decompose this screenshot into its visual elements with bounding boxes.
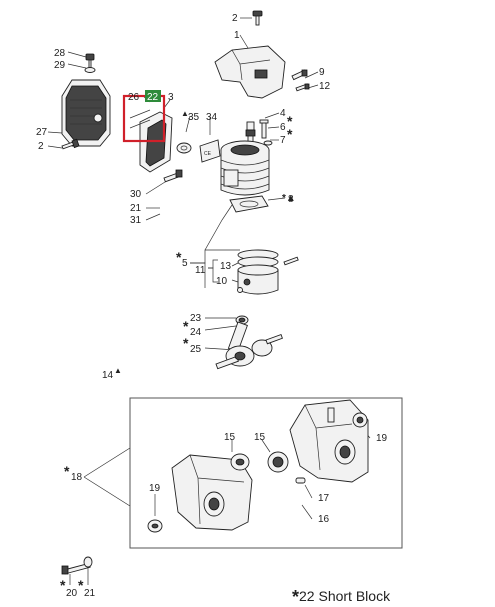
marker-21b: * — [78, 577, 84, 593]
gasket-35-icon — [176, 142, 192, 154]
label-15-right: 15 — [254, 432, 266, 443]
crankcase-group-box — [129, 397, 403, 549]
crankcase-callout — [83, 447, 131, 507]
callout-labels: 2 1 28 29 9 12 26 22 3 ▲ 35 34 4 6 * 7 *… — [36, 13, 388, 599]
label-6: 6 — [280, 122, 286, 133]
crankcase-left-part — [171, 454, 253, 531]
top-cover-part — [214, 45, 286, 99]
stud-6-icon — [259, 119, 273, 146]
oil-seal-19-right — [352, 412, 368, 428]
marker-5: * — [176, 249, 182, 265]
label-12: 12 — [319, 81, 331, 92]
label-35: 35 — [188, 112, 200, 123]
label-18: 18 — [71, 472, 83, 483]
label-22: 22 — [147, 92, 159, 103]
oil-seal-19-left — [147, 519, 163, 533]
label-5: 5 — [182, 258, 188, 269]
label-17: 17 — [318, 493, 330, 504]
label-19-right: 19 — [376, 433, 388, 444]
marker-8: *▲ — [282, 193, 296, 204]
screw-28-icon — [84, 53, 96, 73]
label-34: 34 — [206, 112, 218, 123]
screw-30-icon — [163, 169, 183, 183]
label-8: 8 — [288, 194, 294, 205]
crankcase-right-part — [289, 399, 369, 483]
label-4: 4 — [280, 108, 286, 119]
label-23: 23 — [190, 313, 202, 324]
bolt-20-icon — [61, 556, 93, 575]
bearing-15-left — [230, 453, 250, 471]
footer-note: *22 Short Block — [292, 585, 391, 607]
highlight-badge-22 — [145, 90, 161, 102]
label-9: 9 — [319, 67, 325, 78]
footer-star: * — [292, 587, 300, 607]
label-3: 3 — [168, 92, 174, 103]
label-14: 14 — [102, 370, 114, 381]
group-bracket-5 — [190, 204, 240, 288]
crankshaft-part — [215, 321, 283, 370]
label-19-left: 19 — [149, 483, 161, 494]
label-2-top: 2 — [232, 13, 238, 24]
label-7: 7 — [280, 135, 286, 146]
label-26: 26 — [128, 92, 140, 103]
label-31: 31 — [130, 215, 142, 226]
bolt-9-icon — [291, 69, 308, 81]
marker-14: ▲ — [114, 366, 122, 375]
marker-7: * — [287, 126, 293, 142]
label-30: 30 — [130, 189, 142, 200]
piston-part — [237, 264, 279, 295]
screw-2-icon — [61, 138, 80, 150]
label-10: 10 — [216, 276, 228, 287]
marker-6: * — [287, 113, 293, 129]
piston-pin-icon — [283, 256, 299, 266]
muffler-shroud-part — [61, 79, 111, 147]
label-27: 27 — [36, 127, 48, 138]
marker-25: * — [183, 335, 189, 351]
marker-35: ▲ — [181, 109, 189, 118]
label-16: 16 — [318, 514, 330, 525]
marker-18: * — [64, 463, 70, 479]
highlight-box-part-22 — [122, 94, 166, 143]
marker-24: * — [183, 318, 189, 334]
piston-rings-part — [237, 249, 279, 268]
label-25: 25 — [190, 344, 202, 355]
label-1: 1 — [234, 30, 240, 41]
label-28: 28 — [54, 48, 66, 59]
svg-text:CE: CE — [204, 151, 212, 157]
screw-icon — [252, 10, 263, 26]
label-2-left: 2 — [38, 141, 44, 152]
bolt-12-icon — [295, 83, 310, 92]
label-21b: 21 — [84, 588, 96, 599]
label-20: 20 — [66, 588, 78, 599]
leader-lines — [47, 17, 371, 585]
label-29: 29 — [54, 60, 66, 71]
label-15-left: 15 — [224, 432, 236, 443]
bearing-15-right — [267, 451, 289, 473]
circlip-10-icon — [237, 287, 243, 293]
cylinder-part — [220, 140, 270, 196]
marker-20: * — [60, 577, 66, 593]
dowel-17-icon — [295, 477, 306, 484]
base-gasket-8 — [229, 195, 269, 213]
decal-34-icon: CE — [199, 139, 221, 163]
footer-text: 22 Short Block — [299, 588, 391, 604]
label-24: 24 — [190, 327, 202, 338]
label-21: 21 — [130, 203, 142, 214]
label-13: 13 — [220, 261, 232, 272]
label-11: 11 — [195, 265, 206, 276]
spark-plug-part — [245, 121, 256, 145]
